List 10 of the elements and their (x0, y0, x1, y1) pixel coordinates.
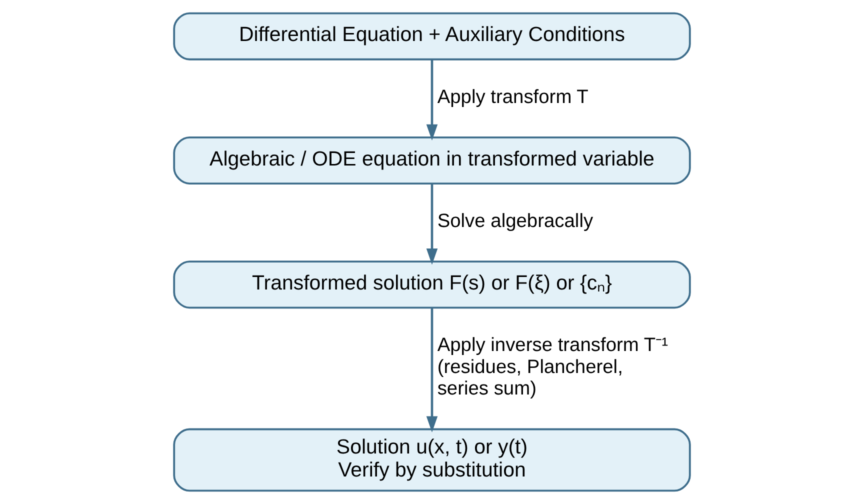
node-box: Differential Equation + Auxiliary Conditions (173, 12, 691, 60)
edge-label: Apply transform T (437, 86, 588, 108)
arrow (426, 308, 438, 432)
node-box: Transformed solution F(s) or F(ξ) or {cₙ} (173, 260, 691, 309)
edge-label: Apply inverse transform T⁻¹ (residues, Plancherel, series sum) (437, 335, 668, 400)
node-box: Algebraic / ODE equation in transformed variable (173, 136, 691, 184)
arrow (426, 60, 438, 141)
edge-label: Solve algebracally (437, 211, 594, 232)
node-box: Solution u(x, t) or y(t) Verify by substitution (173, 428, 691, 492)
arrow (426, 184, 438, 265)
